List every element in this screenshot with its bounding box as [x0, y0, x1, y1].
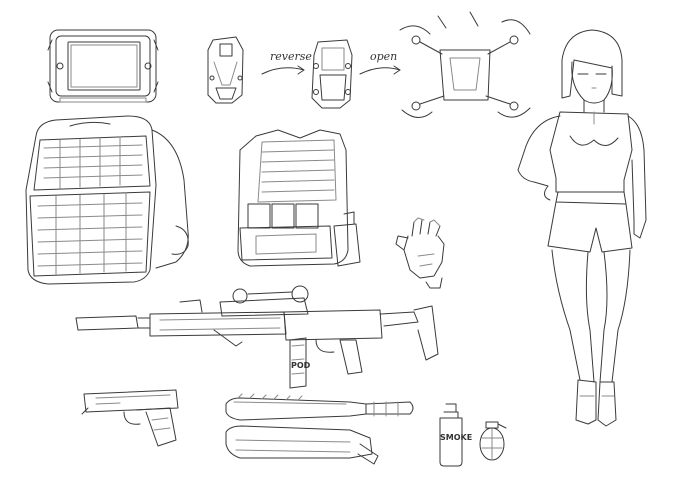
reverse-label: reverse: [270, 50, 312, 63]
rifle-sketch: POD: [76, 286, 438, 388]
machete-sketch: [226, 394, 413, 420]
open-label: open: [370, 50, 397, 63]
frag-grenade-sketch: [480, 422, 506, 460]
plate-carrier-sketch: [238, 130, 360, 266]
open-annotation: open: [360, 50, 400, 74]
character-figure-sketch: [518, 30, 646, 426]
drone-open-sketch: [400, 12, 530, 118]
open-arrow-icon: [360, 68, 400, 74]
gloves-sketch: [396, 218, 444, 288]
drone-folded-front-sketch: [208, 37, 243, 103]
smoke-grenade-sketch: SMOKE: [440, 404, 472, 466]
magazine-mark: POD: [291, 361, 311, 370]
pistol-sketch: [82, 390, 178, 446]
reverse-annotation: reverse: [262, 50, 312, 74]
tablet-sketch: [48, 30, 158, 102]
drone-folded-back-sketch: [312, 40, 352, 108]
reverse-arrow-icon: [262, 68, 304, 74]
machete-sheath-sketch: [226, 426, 378, 464]
smoke-mark: SMOKE: [440, 433, 472, 442]
backpack-sketch: [26, 116, 188, 284]
